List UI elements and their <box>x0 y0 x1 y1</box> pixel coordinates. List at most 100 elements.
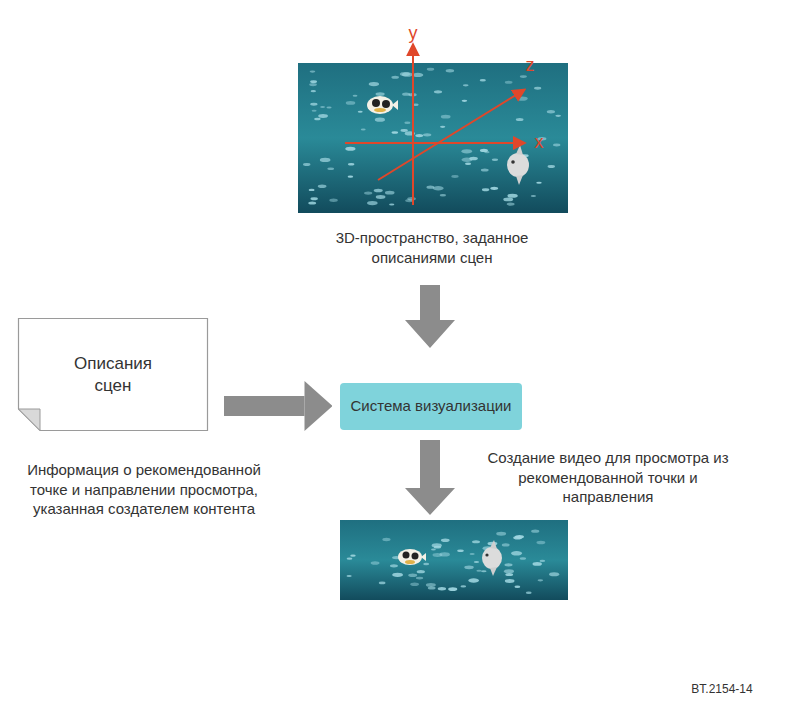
small-fish <box>490 187 498 190</box>
small-fish <box>400 72 410 76</box>
small-fish <box>504 563 512 566</box>
scene-ground <box>340 520 568 600</box>
small-fish <box>503 197 513 201</box>
small-fish <box>474 561 479 563</box>
small-fish <box>547 110 555 113</box>
small-fish <box>531 529 539 532</box>
small-fish <box>392 131 399 134</box>
small-fish <box>404 121 410 123</box>
small-fish <box>470 553 475 555</box>
small-fish <box>504 569 514 573</box>
small-fish <box>310 70 316 72</box>
underwater-scene <box>298 45 568 213</box>
small-fish <box>511 551 522 555</box>
small-fish <box>505 81 513 84</box>
small-fish <box>329 199 337 202</box>
document-shape: Описания сцен <box>18 318 208 431</box>
small-fish <box>320 106 325 108</box>
small-fish <box>526 592 532 594</box>
small-fish <box>379 582 386 585</box>
small-fish <box>496 532 506 536</box>
fish-school <box>303 68 561 206</box>
small-fish <box>517 96 528 100</box>
small-fish <box>548 165 555 168</box>
small-fish <box>310 103 317 106</box>
small-fish <box>417 570 425 573</box>
small-fish <box>364 191 372 194</box>
small-fish <box>310 80 317 83</box>
document-outline <box>18 318 208 431</box>
small-fish <box>410 583 419 587</box>
small-fish <box>389 203 394 205</box>
small-fish <box>374 189 383 193</box>
small-fish <box>540 560 546 562</box>
axis-label: y <box>403 22 423 45</box>
small-fish <box>505 579 515 583</box>
small-fish <box>440 194 446 196</box>
small-fish <box>460 585 466 587</box>
scene-ground <box>298 63 568 213</box>
small-fish <box>505 573 513 576</box>
small-fish <box>534 87 541 90</box>
small-fish <box>376 195 386 199</box>
small-fish <box>326 106 331 108</box>
small-fish <box>426 583 436 587</box>
small-fish <box>401 129 408 132</box>
small-fish <box>463 84 469 86</box>
small-fish <box>314 118 320 121</box>
small-fish <box>347 557 353 559</box>
axis-label: z <box>520 54 540 77</box>
small-fish <box>412 73 423 77</box>
sunfish <box>482 540 502 576</box>
axis-label: x <box>529 131 549 154</box>
small-fish <box>438 587 446 590</box>
small-fish <box>434 546 441 549</box>
small-fish <box>555 115 561 117</box>
small-fish <box>481 169 489 172</box>
image-caption: 3D-пространство, заданное описаниями сце… <box>292 228 572 267</box>
small-fish <box>553 143 560 146</box>
small-fish <box>353 95 358 97</box>
flow-arrow <box>405 285 455 348</box>
small-fish <box>408 573 417 577</box>
small-fish <box>318 184 327 187</box>
y-axis <box>412 45 414 205</box>
x-axis <box>345 142 524 144</box>
small-fish <box>385 191 395 195</box>
small-fish <box>492 159 498 161</box>
small-fish <box>446 69 455 72</box>
small-fish <box>507 203 515 206</box>
small-fish <box>462 100 468 102</box>
small-fish <box>472 540 480 543</box>
z-axis <box>378 90 524 180</box>
small-fish <box>390 564 398 567</box>
small-fish <box>481 570 487 572</box>
small-fish <box>308 201 316 204</box>
document-fold <box>19 409 41 431</box>
small-fish <box>532 562 541 566</box>
note-text: Информация о рекомендованной точке и нап… <box>26 460 262 519</box>
fish-school <box>347 529 560 593</box>
small-fish <box>431 549 436 551</box>
small-fish <box>468 578 479 582</box>
small-fish <box>465 163 471 165</box>
small-fish <box>310 197 317 200</box>
small-fish <box>433 553 443 557</box>
small-fish <box>538 579 544 581</box>
small-fish <box>461 158 472 162</box>
small-fish <box>375 118 385 122</box>
small-fish <box>392 573 403 577</box>
small-fish <box>480 149 488 152</box>
small-fish <box>531 195 536 197</box>
small-fish <box>536 541 545 545</box>
small-fish <box>391 76 399 79</box>
small-fish <box>327 167 334 170</box>
rendered-view <box>340 520 568 600</box>
small-fish <box>513 536 522 540</box>
document-border <box>19 319 208 431</box>
sunfish <box>507 145 529 185</box>
small-fish <box>520 75 527 78</box>
flow-arrow <box>405 440 455 515</box>
small-fish <box>371 561 380 565</box>
small-fish <box>346 101 356 105</box>
